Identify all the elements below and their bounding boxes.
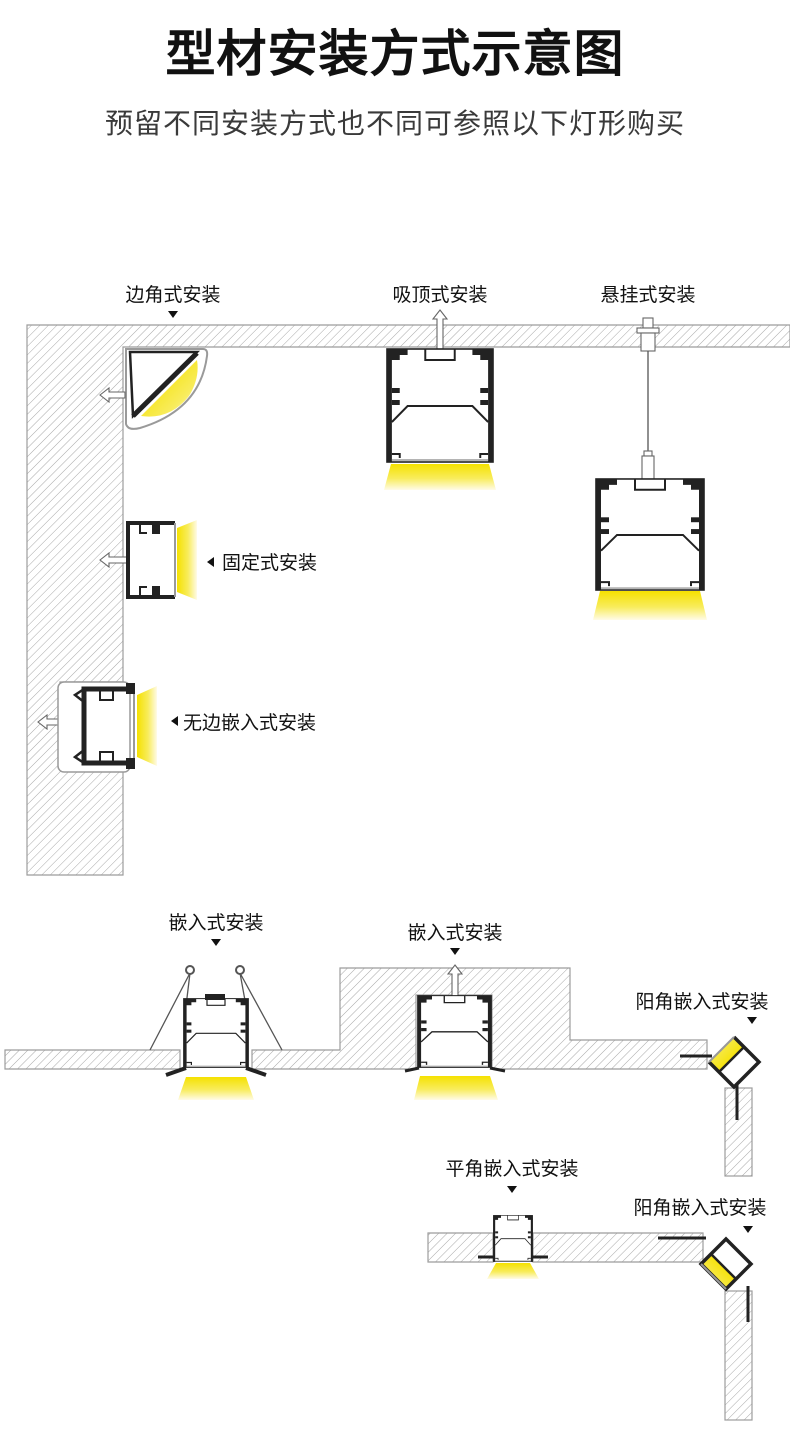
flush-profile-flange	[126, 758, 135, 769]
fixed-profile-hook-bottom	[139, 586, 147, 597]
fixed-mount-profile	[99, 520, 197, 600]
wire-connector	[641, 455, 655, 481]
outer-corner-1-back	[707, 1035, 762, 1090]
label-suspended-mount: 悬挂式安装	[600, 284, 695, 306]
flat-corner-profile	[478, 1215, 548, 1279]
flat-corner-ceiling-left	[427, 1232, 494, 1263]
ceiling-profile-body	[386, 348, 494, 463]
suspended-light-beam	[593, 591, 707, 620]
recessed-1-light-beam	[178, 1077, 254, 1100]
pointer-triangle-flat-corner	[507, 1186, 517, 1193]
label-fixed-mount: 固定式安装	[222, 552, 317, 574]
label-outer-corner-1: 阳角嵌入式安装	[635, 991, 768, 1013]
fixed-light-beam	[177, 520, 197, 600]
recessed-profile-2-flange-right	[489, 1066, 506, 1073]
recessed-profile-1-flange-right	[245, 1066, 267, 1077]
flush-profile-hook	[72, 687, 85, 765]
outer-corner-profile-1	[680, 1035, 762, 1120]
recessed-ceiling-left	[4, 1049, 181, 1070]
ceiling-and-side-wall	[26, 324, 790, 876]
label-ceiling-mount: 吸顶式安装	[392, 284, 487, 306]
outer-corner-2-divider	[710, 1253, 737, 1280]
pointer-triangle-recessed-1	[211, 939, 221, 946]
flush-profile-flange	[126, 683, 135, 694]
recessed-2-light-beam	[414, 1076, 498, 1100]
suspension-bracket-cap	[642, 317, 654, 329]
label-recessed-1: 嵌入式安装	[168, 912, 263, 934]
fixed-profile-body	[126, 521, 175, 599]
suspended-profile-body	[595, 478, 705, 591]
ceiling-mount-profile	[384, 309, 496, 490]
page-title: 型材安装方式示意图	[165, 25, 625, 83]
flat-corner-light-beam	[487, 1263, 539, 1279]
fixed-profile-hook-top	[139, 523, 147, 534]
label-corner-mount: 边角式安装	[125, 284, 220, 306]
recessed-profile-2-flange-left	[404, 1066, 420, 1073]
fixed-profile-fill	[128, 523, 175, 597]
wire-connector-neck	[643, 450, 653, 457]
screw-icon	[99, 386, 126, 404]
recessed-profile-1-flange-left	[165, 1066, 187, 1077]
pointer-triangle-outer-corner-1	[747, 1017, 757, 1024]
recessed-profile-spring-clip	[149, 965, 283, 1100]
corner-profile-diagonal	[131, 351, 199, 418]
recessed-profile-1-body	[183, 998, 249, 1068]
recessed-profile-screw	[404, 964, 506, 1100]
outer-corner-1-light	[709, 1037, 744, 1072]
flush-light-beam	[137, 686, 157, 766]
pointer-triangle-recessed-2	[450, 948, 460, 955]
pointer-triangle-flush-wall	[171, 716, 178, 726]
label-recessed-2: 嵌入式安装	[407, 922, 502, 944]
corner-diffuser	[125, 348, 209, 430]
recessed-profile-1-top-cap	[205, 994, 225, 1000]
flush-wall-profile	[37, 681, 157, 773]
outer-corner-2-light	[701, 1254, 736, 1289]
flush-trim-housing	[57, 681, 131, 773]
pointer-triangle-fixed	[207, 557, 214, 567]
suspension-bracket-body	[640, 332, 656, 352]
label-flush-wall-mount: 无边嵌入式安装	[183, 712, 316, 734]
outer-corner-2-diffuser	[700, 1263, 727, 1290]
label-flat-corner: 平角嵌入式安装	[445, 1158, 578, 1180]
outer-corner-1-divider	[718, 1046, 745, 1073]
label-outer-corner-2: 阳角嵌入式安装	[633, 1197, 766, 1219]
flat-corner-profile-body	[493, 1215, 533, 1262]
ceiling-light-beam	[384, 464, 496, 490]
corner-light	[141, 360, 198, 417]
pointer-triangle-outer-corner-2	[743, 1226, 753, 1233]
flush-profile-inner-tab	[99, 689, 114, 763]
spring-clip-loop	[235, 965, 245, 975]
outer-corner-1-diffuser	[708, 1036, 735, 1063]
fixed-profile-clip	[152, 523, 160, 534]
corner-mount-profile	[99, 348, 209, 430]
fixed-profile-clip	[152, 586, 160, 597]
recessed-profile-2-body	[417, 995, 492, 1068]
pointer-triangle-corner	[168, 311, 178, 318]
flush-profile-body	[81, 686, 131, 766]
page-subtitle: 预留不同安装方式也不同可参照以下灯形购买	[104, 107, 685, 140]
suspension-bracket-flange	[636, 327, 660, 334]
outer-corner-profile-2	[658, 1236, 754, 1322]
spring-clip-loop	[185, 965, 195, 975]
suspended-mount-profile	[593, 317, 707, 620]
